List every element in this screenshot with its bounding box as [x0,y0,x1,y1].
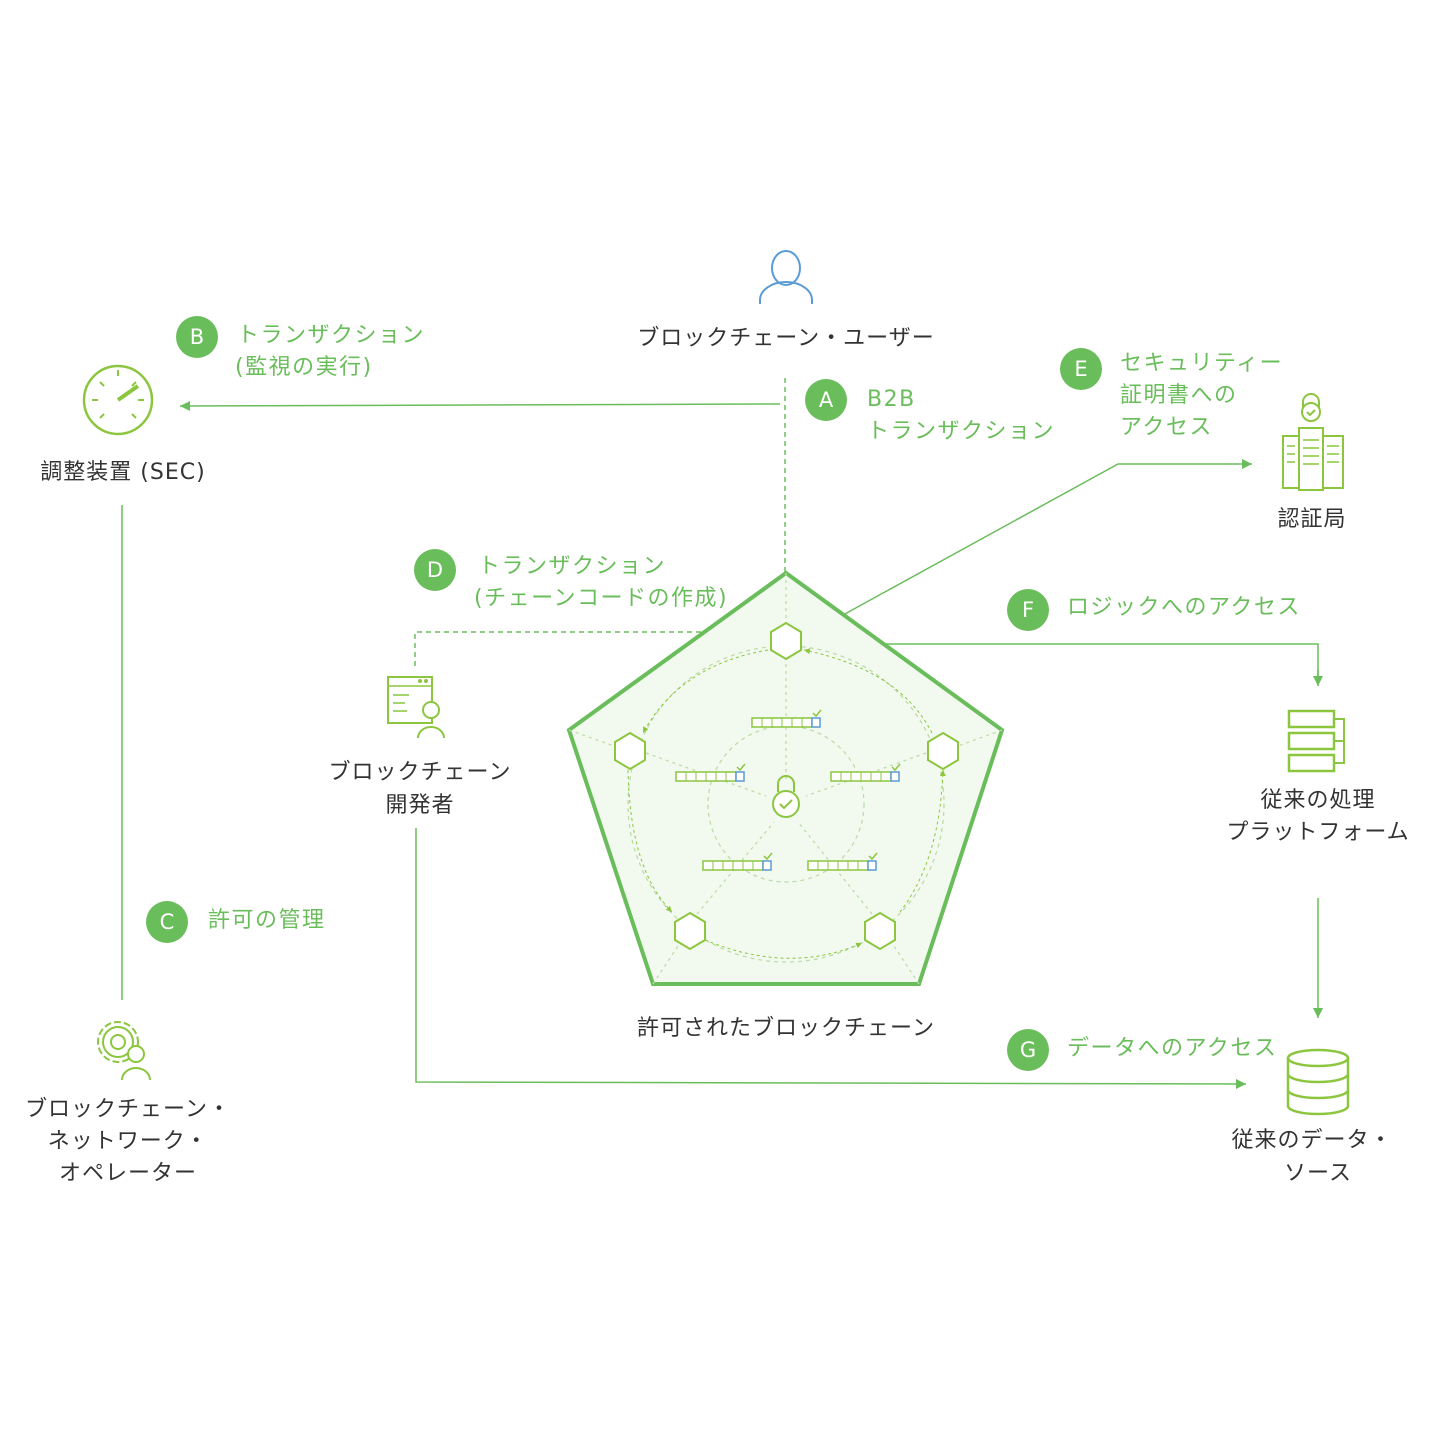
peer-node-bottom-right [864,911,896,951]
sec-label: 調整装置 (SEC) [40,460,206,485]
step-e-label-1: セキュリティー [1120,351,1284,376]
step-c-label-1: 許可の管理 [208,908,326,933]
user-label: ブロックチェーン・ユーザー [637,326,935,351]
step-g-badge: G [1007,1029,1049,1071]
connector-d-dashed [414,627,768,666]
ca-label: 認証局 [1277,507,1347,532]
step-b-badge: B [176,316,218,358]
person-icon [759,250,813,304]
peer-node-left [614,731,646,771]
operator-label-1: ブロックチェーン・ [25,1097,231,1122]
platform-label-2: プラットフォーム [1226,820,1410,845]
developer-label-1: ブロックチェーン [328,760,512,785]
gauge-icon [82,364,154,436]
server-rack-icon [1287,709,1345,773]
step-e-label-2: 証明書への [1120,383,1238,408]
step-e-badge: E [1060,348,1102,390]
certificate-server-icon [1282,393,1344,491]
developer-label-2: 開発者 [385,793,455,818]
blockchain-network [566,570,1005,986]
step-b-label-2: (監視の実行) [235,355,373,380]
ledger-blocks [675,709,901,871]
step-d-badge: D [414,549,456,591]
step-d-label-1: トランザクション [478,554,667,579]
step-f-badge: F [1007,589,1049,631]
step-d-label-2: (チェーンコードの作成) [474,586,729,611]
step-g-label-1: データへのアクセス [1067,1036,1278,1061]
database-icon [1286,1048,1350,1116]
datasource-label-1: 従来のデータ・ [1231,1128,1393,1153]
connector-g [415,828,1247,1089]
connector-f [805,639,1323,686]
step-a-badge: A [805,379,847,421]
step-e-label-3: アクセス [1120,415,1213,440]
step-f-label-1: ロジックへのアクセス [1067,595,1301,620]
operator-label-3: オペレーター [58,1161,198,1186]
step-c-badge: C [146,901,188,943]
operator-gear-icon [97,1021,151,1081]
datasource-label-2: ソース [1284,1161,1352,1186]
connector-b [179,400,781,411]
peer-node-top [770,621,802,661]
step-a-label-1: B2B [867,387,916,412]
step-a-label-2: トランザクション [867,419,1056,444]
platform-label-1: 従来の処理 [1260,788,1376,813]
peer-node-bottom-left [674,911,706,951]
blockchain-label: 許可されたブロックチェーン [637,1016,935,1041]
developer-icon [387,676,445,739]
operator-label-2: ネットワーク・ [47,1129,209,1154]
lock-check-icon [772,775,800,818]
step-b-label-1: トランザクション [237,323,426,348]
peer-node-right [927,731,959,771]
